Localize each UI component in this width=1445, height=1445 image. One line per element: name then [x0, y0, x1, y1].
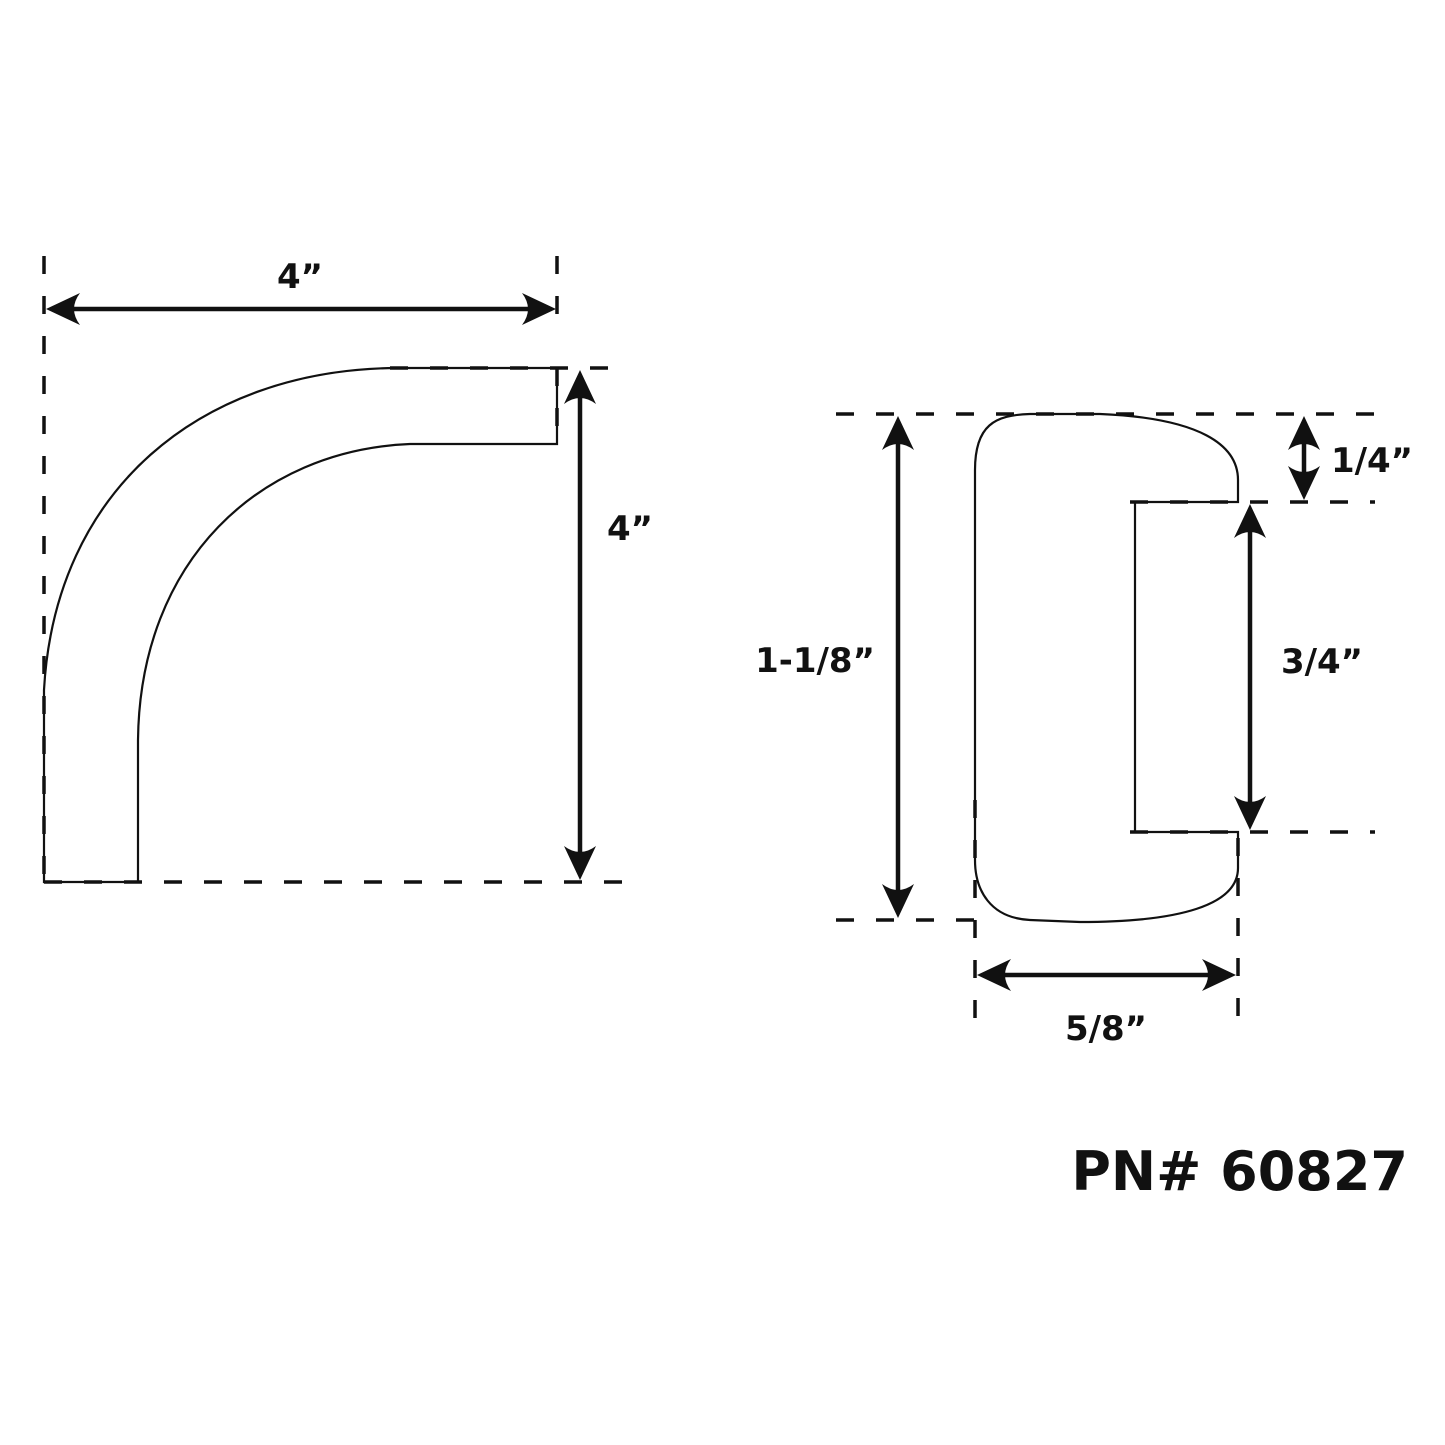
lip-height-label: 1/4”: [1331, 441, 1413, 481]
part-number: PN# 60827: [1071, 1140, 1408, 1203]
width-label: 5/8”: [1065, 1009, 1147, 1049]
cross-section-view: 1-1/8” 1/4” 3/4” 5/8”: [755, 412, 1413, 1049]
total-height-label: 1-1/8”: [755, 641, 875, 681]
channel-height-label: 3/4”: [1281, 642, 1363, 682]
side-view: 4” 4”: [42, 256, 653, 884]
side-width-label: 4”: [277, 257, 323, 297]
side-height-label: 4”: [607, 509, 653, 549]
cross-section-outline: [973, 412, 1240, 924]
curved-molding-outline: [42, 366, 559, 884]
